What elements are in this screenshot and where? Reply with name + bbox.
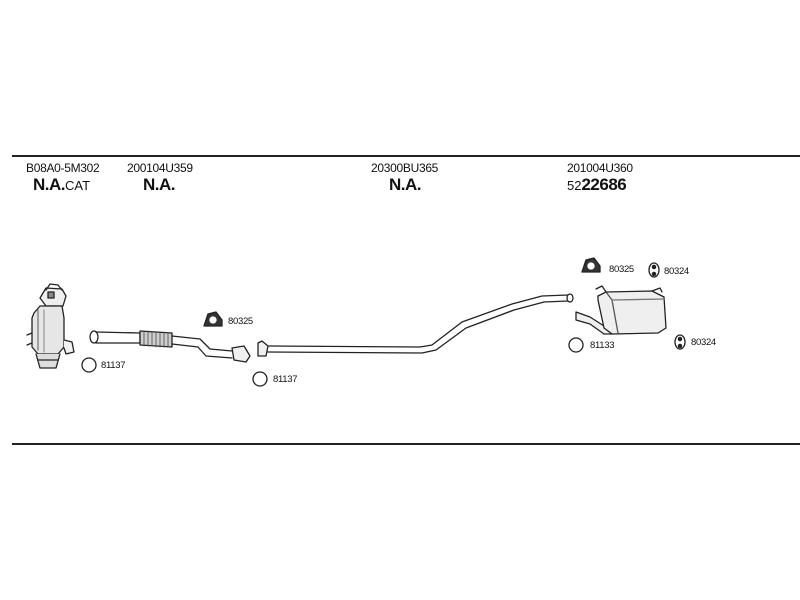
middle-pipe bbox=[257, 293, 574, 357]
callout-label: 80324 bbox=[664, 266, 689, 277]
description-catalyst: N.A.CAT bbox=[33, 175, 90, 195]
description-main: N.A. bbox=[389, 175, 422, 194]
callout-label: 81133 bbox=[590, 340, 615, 351]
description-main: N.A. bbox=[33, 175, 66, 194]
hanger-mount-icon bbox=[203, 311, 223, 327]
callout-label: 81137 bbox=[101, 360, 126, 371]
description-main: N.A. bbox=[143, 175, 176, 194]
description-suffix: CAT bbox=[65, 178, 91, 193]
description-rear-muffler: 5222686 bbox=[567, 175, 627, 195]
part-number-rear-muffler: 201004U360 bbox=[567, 161, 633, 175]
rubber-hanger-icon bbox=[648, 262, 660, 278]
top-divider bbox=[12, 155, 800, 157]
ring-icon bbox=[568, 337, 584, 353]
part-number-front-pipe: 200104U359 bbox=[127, 161, 193, 175]
description-prefix: 52 bbox=[567, 178, 582, 193]
description-middle-pipe: N.A. bbox=[389, 175, 422, 195]
front-pipe bbox=[89, 330, 251, 363]
callout-label: 80325 bbox=[609, 264, 634, 275]
part-number-catalyst: B08A0-5M302 bbox=[26, 161, 100, 175]
description-front-pipe: N.A. bbox=[143, 175, 176, 195]
callout-label: 80324 bbox=[691, 337, 716, 348]
callout-label: 80325 bbox=[228, 316, 253, 327]
part-number-middle-pipe: 20300BU365 bbox=[371, 161, 439, 175]
catalytic-converter bbox=[26, 283, 75, 369]
hanger-mount-icon bbox=[581, 257, 601, 273]
ring-icon bbox=[81, 357, 97, 373]
description-main: 22686 bbox=[581, 175, 627, 194]
callout-label: 81137 bbox=[273, 374, 298, 385]
ring-icon bbox=[252, 371, 268, 387]
rubber-hanger-icon bbox=[674, 334, 686, 350]
bottom-divider bbox=[12, 443, 800, 445]
rear-muffler bbox=[575, 285, 667, 335]
